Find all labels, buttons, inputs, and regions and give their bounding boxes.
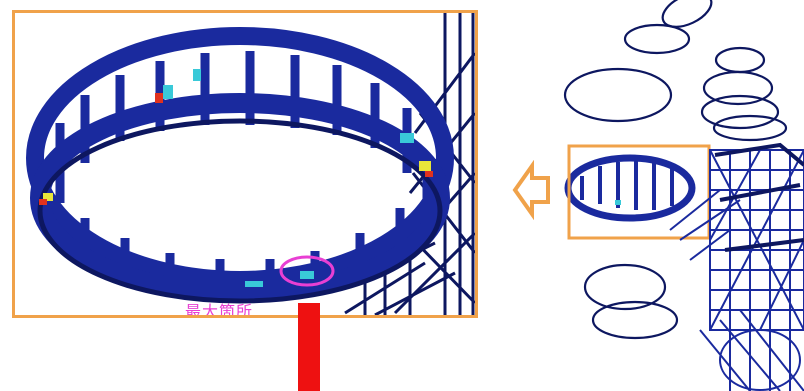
ring-detail-drawing — [26, 13, 475, 315]
max-location-highlight — [279, 255, 335, 287]
red-marker-bar — [298, 303, 320, 391]
zoom-detail-panel: 最大箇所 — [12, 10, 478, 318]
overview-model — [560, 0, 804, 391]
overview-lattice — [669, 149, 804, 391]
arrow-left-icon — [512, 159, 552, 224]
stress-hotspots — [39, 69, 433, 287]
highlighted-ring — [564, 154, 696, 222]
overview-drawing — [563, 0, 804, 391]
max-location-label: 最大箇所 — [185, 302, 254, 318]
ring-band — [26, 27, 454, 304]
